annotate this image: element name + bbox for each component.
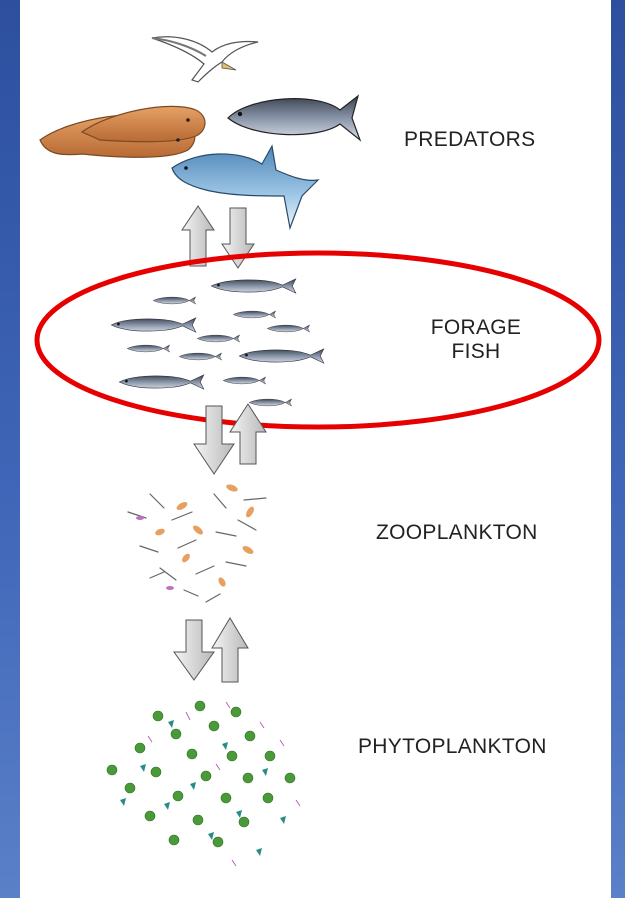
- arrows-zooplankton-phytoplankton: [174, 618, 248, 682]
- seagull-icon: [152, 37, 258, 82]
- tuna-icon: [228, 96, 360, 140]
- arrows-forage-zooplankton: [194, 404, 266, 474]
- label-phytoplankton: PHYTOPLANKTON: [358, 735, 547, 759]
- label-forage-fish: FORAGE FISH: [420, 316, 532, 364]
- zooplankton-cluster: [128, 483, 266, 602]
- seal-icon: [40, 106, 205, 157]
- forage-fish-school: [111, 279, 323, 406]
- label-zooplankton: ZOOPLANKTON: [376, 521, 538, 545]
- label-predators: PREDATORS: [404, 128, 535, 152]
- phytoplankton-cluster: [107, 701, 300, 866]
